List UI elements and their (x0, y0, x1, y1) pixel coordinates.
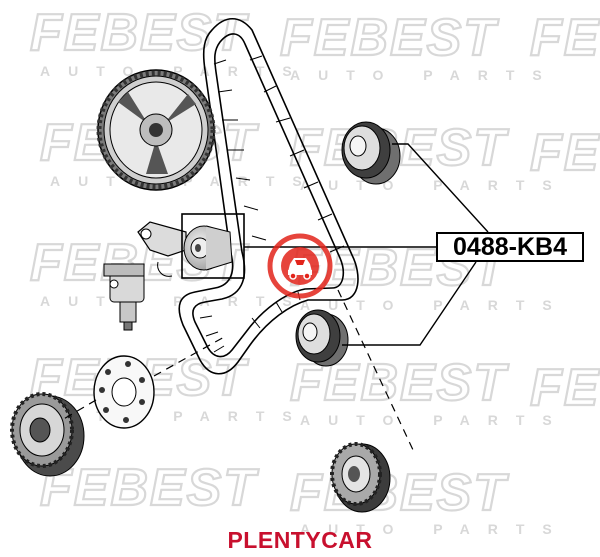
small-gear (330, 442, 391, 513)
highlight-box (181, 213, 245, 279)
crankshaft-pulley (10, 392, 85, 477)
dash-lines (61, 289, 415, 453)
car-stamp-icon (267, 233, 333, 299)
watermark-brand: FEBEST (280, 9, 499, 67)
watermark-tagline: AUTO PARTS (300, 412, 570, 428)
watermark-tagline: AUTO PARTS (290, 67, 560, 83)
flange-plate (93, 355, 155, 429)
watermark-brand: FEBEST (530, 124, 600, 182)
lower-idler-roller (295, 309, 349, 367)
watermark-brand: FEBEST (290, 464, 509, 522)
seller-label: PLENTYCAR (227, 527, 373, 553)
watermark-tagline: AUTO PARTS (300, 521, 570, 537)
watermark-brand: FEBEST (530, 9, 600, 67)
tensioner-assembly (137, 213, 245, 279)
watermark-brand: FEBEST (30, 4, 249, 62)
watermark-brand: FEBEST (290, 119, 509, 177)
watermark-brand: FEBEST (40, 459, 259, 517)
watermark-brand: FEBEST (530, 359, 600, 417)
watermark-tagline: AUTO PARTS (300, 177, 570, 193)
watermark-tagline: AUTO PARTS (300, 297, 570, 313)
part-number-label: 0488-KB4 (436, 232, 584, 262)
upper-idler-roller (341, 121, 401, 185)
hydraulic-tensioner (103, 263, 145, 331)
camshaft-pulley (96, 69, 216, 191)
